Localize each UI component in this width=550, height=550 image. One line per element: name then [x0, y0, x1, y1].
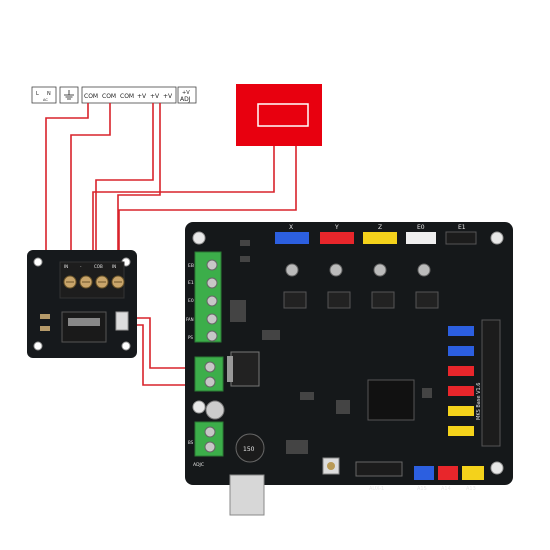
voltage-regulator: [230, 351, 260, 387]
ground-icon: [64, 90, 74, 100]
wire-com-2: [70, 103, 111, 254]
header-e1[interactable]: [445, 231, 477, 245]
mainboard: X Y Z E0 E1 EB E1 E0 FAN PS ADJC: [185, 222, 513, 516]
left-terminals: EB E1 E0 FAN PS ADJC BS: [186, 251, 224, 468]
header-label-x: X: [289, 224, 293, 231]
usb-port[interactable]: [229, 474, 265, 516]
wire-signal-1: [132, 317, 202, 369]
psu-terminal-adj-v: +V: [182, 90, 190, 96]
wiring: [45, 103, 297, 386]
left-label-ps: PS: [188, 335, 193, 340]
psu-terminal-ac: AC: [43, 98, 48, 102]
bottom-label-a13: A13: [466, 486, 476, 492]
left-label-e1: E1: [188, 280, 194, 286]
endstop-red-1[interactable]: [448, 366, 474, 376]
mainboard-hole-br: [490, 461, 504, 475]
header-label-y: Y: [334, 224, 339, 231]
mosfet-label-in: IN: [64, 264, 68, 269]
mosfet-hole-4: [121, 341, 131, 351]
endstop-yellow-2[interactable]: [448, 426, 474, 436]
board-name: MKS Base V1.6: [476, 383, 482, 421]
bottom-label-aux1: AUX-1: [369, 486, 384, 492]
psu-terminal-strip: L N AC COM COM COM +V +V +V +V ADJ: [31, 86, 197, 104]
mainboard-hole-tl: [192, 231, 206, 245]
endstop-headers: [448, 319, 501, 447]
inductor-mark: 150: [243, 446, 255, 453]
a14-header[interactable]: [438, 466, 458, 480]
psu-dc-terminal-box: [81, 86, 177, 104]
endstop-red-2[interactable]: [448, 386, 474, 396]
stepper-drivers: [283, 291, 439, 309]
mosfet-label-cob: COB: [94, 264, 103, 269]
mainboard-hole-bl: [192, 400, 206, 414]
psu-terminal-v-2: +V: [150, 93, 160, 100]
header-label-z: Z: [378, 224, 382, 231]
a13-header[interactable]: [462, 466, 484, 480]
mosfet-screw-terminals: [63, 275, 125, 289]
driver-capacitors: [285, 263, 431, 277]
red-module-window: [257, 103, 309, 127]
mosfet-hole-1: [33, 257, 43, 267]
mosfet-heat-tab: [68, 318, 100, 326]
mosfet-label-minus: -: [80, 264, 82, 269]
mcu-chip: [367, 379, 415, 421]
mosfet-transistor: [61, 311, 107, 343]
left-label-eb: EB: [188, 263, 194, 269]
psu-terminal-com-2: COM: [102, 93, 116, 100]
mosfet-module: IN - COB IN: [27, 250, 137, 358]
aux1-header[interactable]: [355, 461, 403, 477]
wire-vplus-2: [117, 103, 161, 254]
left-label-bs: BS: [188, 440, 194, 445]
psu-terminal-com-3: COM: [120, 93, 134, 100]
mosfet-signal-connector: [115, 311, 129, 331]
psu-terminal-com-1: COM: [84, 93, 98, 100]
header-y[interactable]: [320, 232, 354, 244]
red-module: [236, 84, 322, 146]
mosfet-smd-2: [40, 326, 50, 331]
smd-components: [230, 240, 432, 454]
bottom-headers: AUX-1 A15 A14 A13: [355, 461, 484, 492]
wire-bed-1: [92, 146, 275, 254]
endstop-yellow-1[interactable]: [448, 406, 474, 416]
psu-ac-terminal-box: [31, 86, 57, 104]
red-module-body: [236, 84, 322, 146]
bottom-label-a15: A15: [417, 486, 427, 492]
left-label-e0: E0: [188, 298, 194, 304]
endstop-blue-1[interactable]: [448, 326, 474, 336]
motor-headers: X Y Z E0 E1: [275, 224, 477, 245]
psu-terminal-adj: ADJ: [180, 96, 191, 103]
header-label-e1: E1: [458, 224, 466, 231]
wire-signal-2: [132, 324, 202, 386]
psu-terminal-n: N: [47, 91, 51, 97]
electrolytic-cap: [205, 400, 225, 420]
header-e0[interactable]: [406, 232, 436, 244]
left-label-fan: FAN: [186, 317, 194, 322]
mosfet-label-in2: IN: [112, 264, 116, 269]
psu-terminal-v-3: +V: [163, 93, 173, 100]
bottom-label-a14: A14: [441, 486, 451, 492]
mainboard-pcb: [185, 222, 513, 485]
a15-header[interactable]: [414, 466, 434, 480]
mosfet-hole-3: [33, 341, 43, 351]
header-label-e0: E0: [417, 224, 425, 231]
endstop-pin-rail: [481, 319, 501, 447]
psu-terminal-l: L: [36, 91, 39, 97]
endstop-blue-2[interactable]: [448, 346, 474, 356]
wire-bed-2: [118, 146, 297, 254]
mosfet-smd-1: [40, 314, 50, 319]
wire-com-1: [45, 103, 89, 254]
regulator-tab: [227, 356, 233, 382]
psu-adj-terminal-box: [177, 86, 197, 104]
mainboard-hole-tr: [490, 231, 504, 245]
left-label-adjc: ADJC: [193, 462, 204, 468]
inductor: [235, 433, 265, 463]
psu-terminal-v-1: +V: [137, 93, 147, 100]
wire-vplus-1: [95, 103, 154, 254]
header-z[interactable]: [363, 232, 397, 244]
header-x[interactable]: [275, 232, 309, 244]
